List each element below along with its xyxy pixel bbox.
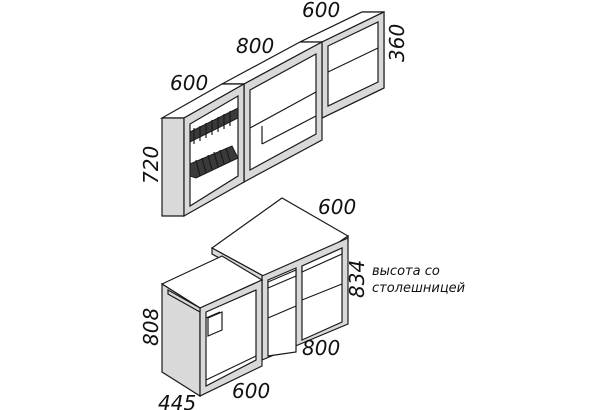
- upper-top-height-label: 360: [385, 24, 409, 62]
- lower-right-open-cabinet: [261, 237, 349, 361]
- lower-right-width-label: 800: [302, 336, 340, 360]
- lower-left-width-label: 600: [232, 379, 270, 403]
- countertop-width-label: 600: [318, 195, 356, 219]
- lower-height-with-top-label: 834: [345, 260, 369, 298]
- upper-cabinets: [159, 11, 385, 218]
- upper-height-label: 720: [139, 146, 163, 184]
- height-note-line2: столешницей: [372, 281, 465, 296]
- lower-left-height-label: 808: [139, 308, 163, 346]
- lower-left-corner-cabinet: [160, 255, 264, 398]
- dish-rack-upper: [189, 107, 239, 144]
- dimension-labels: 600 360 800 600 720 600 834 800 808 600 …: [139, 0, 465, 410]
- upper-middle-width-label: 800: [236, 34, 274, 58]
- height-note-line1: высота со: [372, 264, 440, 279]
- upper-top-width-label: 600: [302, 0, 340, 22]
- upper-corner-width-label: 600: [170, 71, 208, 95]
- upper-corner-dish-cabinet: [159, 82, 247, 218]
- upper-top-shelf-cabinet: [299, 11, 385, 119]
- dish-rack-lower: [189, 145, 239, 179]
- lower-cabinets: [160, 197, 350, 398]
- lower-left-depth-label: 445: [158, 391, 196, 410]
